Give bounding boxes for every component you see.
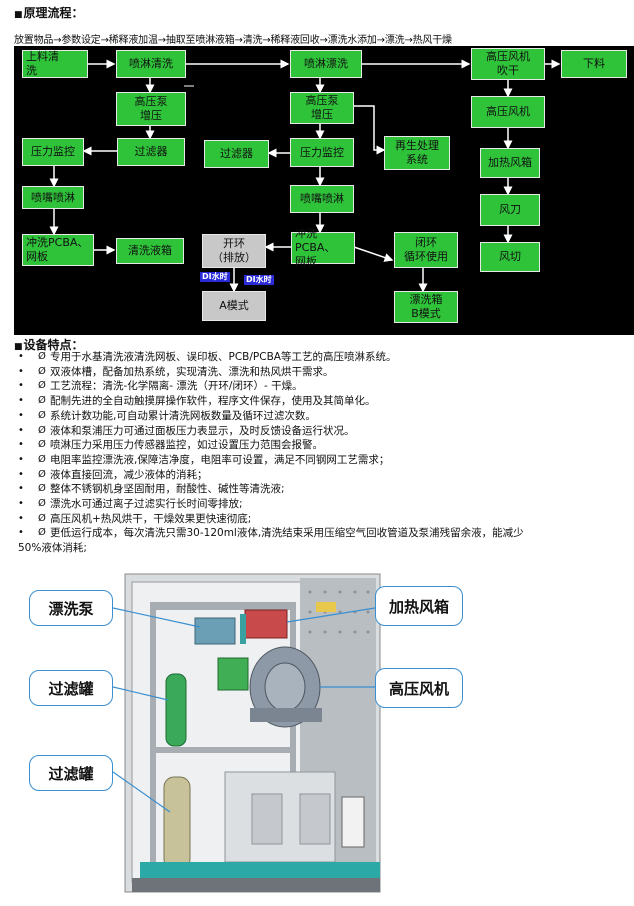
machine-drawing	[112, 573, 381, 893]
box-pressure-monitor-2: 压力监控	[290, 138, 354, 167]
flow-arrows	[49, 59, 561, 293]
box-closed-loop: 闭环 循环使用	[394, 232, 458, 268]
callout-heat-box: 加热风箱	[375, 586, 463, 626]
callout-hp-blower: 高压风机	[375, 668, 463, 708]
box-filter-1: 过滤器	[117, 138, 185, 166]
box-pump-boost-2: 高压泵 增压	[290, 92, 354, 124]
box-air-cut: 风切	[480, 242, 540, 272]
heading-marker: ■	[14, 342, 23, 352]
box-hp-blower: 高压风机	[471, 96, 545, 128]
box-load-wash: 上料清 洗	[22, 50, 88, 78]
box-hp-blower-dry: 高压风机 吹干	[471, 48, 545, 80]
callout-filter-tank-2: 过滤罐	[29, 755, 113, 791]
process-heading: ■原理流程：	[14, 6, 84, 22]
feature-item-continuation: 50%液体消耗;	[18, 542, 87, 555]
box-open-loop: 开环 （排放）	[202, 234, 266, 268]
callout-filter-tank-1: 过滤罐	[29, 670, 113, 706]
box-heat-box: 加热风箱	[480, 148, 540, 178]
box-pressure-monitor-1: 压力监控	[22, 138, 84, 166]
box-unload: 下料	[561, 50, 627, 78]
box-spray-wash: 喷淋清洗	[116, 50, 186, 78]
flag-di-water-a: DI水时	[200, 272, 230, 282]
box-regen-system: 再生处理 系统	[384, 136, 450, 170]
box-spray-rinse: 喷淋漂洗	[290, 50, 362, 78]
box-pump-boost-1: 高压泵 增压	[116, 92, 186, 126]
box-rinse-pcba: 冲洗PCBA、 网板	[291, 227, 355, 268]
callout-rinse-pump: 漂洗泵	[29, 590, 113, 626]
process-heading-title: 原理流程：	[23, 6, 84, 20]
machine-illustration: 漂洗泵 过滤罐 过滤罐 加热风箱 高压风机	[0, 572, 634, 902]
heading-marker: ■	[14, 10, 23, 20]
features-heading: ■设备特点：	[14, 338, 84, 354]
box-nozzle-spray-2: 喷嘴喷淋	[290, 185, 354, 213]
box-filter-2: 过滤器	[204, 140, 269, 168]
flow-caption: 放置物品→参数设定→稀释液加温→抽取至喷淋液箱→清洗→稀释液回收→漂洗水添加→漂…	[14, 35, 452, 46]
flow-diagram: 上料清 洗 喷淋清洗 喷淋漂洗 高压风机 吹干 下料 高压泵 增压 高压泵 增压…	[14, 46, 634, 335]
box-mode-a: A模式	[202, 291, 266, 321]
box-rinse-tank-b: 漂洗箱 B模式	[394, 291, 458, 323]
box-wash-pcba: 冲洗PCBA、 网板	[22, 234, 94, 266]
box-air-knife: 风刀	[480, 194, 540, 226]
box-nozzle-spray-1: 喷嘴喷淋	[22, 186, 84, 209]
flag-di-water-b: DI水时	[244, 275, 274, 285]
box-wash-tank: 清洗液箱	[116, 238, 184, 264]
features-heading-title: 设备特点：	[23, 338, 84, 352]
